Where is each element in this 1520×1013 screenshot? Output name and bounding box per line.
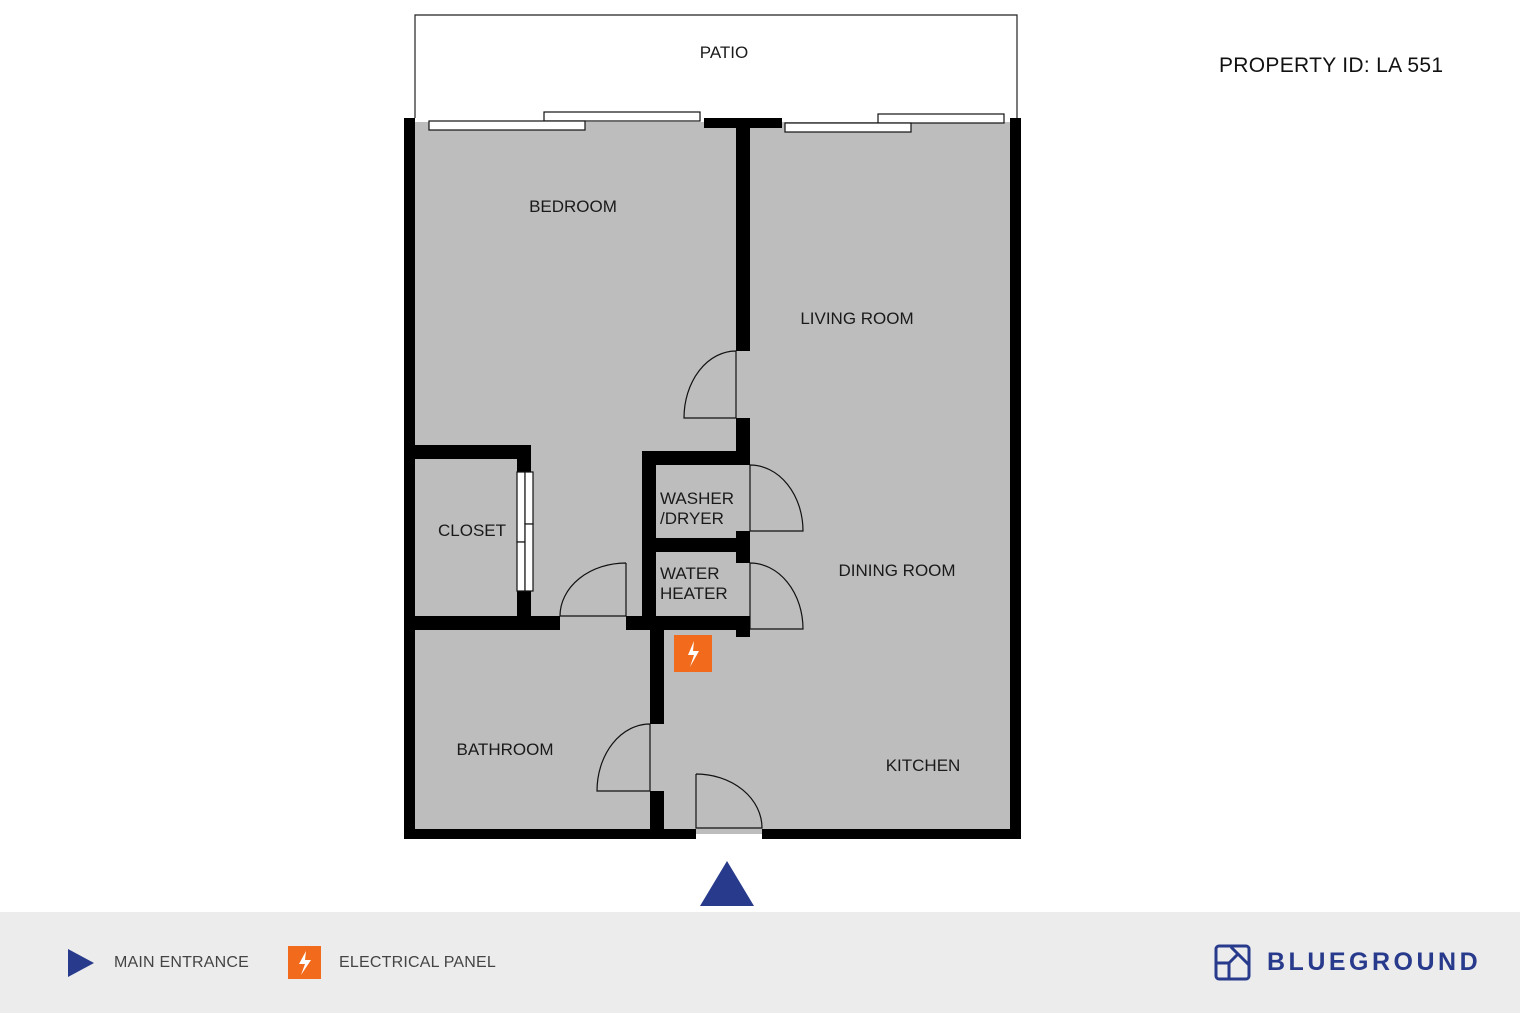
wall [404,829,696,839]
legend-electrical-panel: ELECTRICAL PANEL [288,912,496,1013]
dining-room-label: DINING ROOM [838,561,955,580]
wall [404,445,531,459]
wall [404,118,415,839]
wall [642,538,750,552]
sliding-door-panel [428,120,586,131]
electrical-panel-marker [674,635,712,672]
wall [404,616,560,630]
wall [650,791,664,839]
patio-outline [414,14,1018,118]
bedroom-south-door-swing [559,562,627,617]
washer-dryer-label-line2: /DRYER [660,509,724,528]
legend-main-entrance: MAIN ENTRANCE [68,912,249,1013]
wall [1010,118,1021,839]
bathroom-label: BATHROOM [457,740,554,759]
sliding-door-panel [877,113,1005,124]
lightning-bolt-icon [688,641,699,667]
wall [517,445,531,472]
bedroom-door-swing [683,350,737,419]
patio-label: PATIO [700,43,749,62]
entrance-door-swing [695,773,763,829]
living-room-label: LIVING ROOM [800,309,913,328]
wall [517,591,531,623]
kitchen-label: KITCHEN [886,756,961,775]
wall [642,451,750,465]
washer-dryer-door-swing [749,464,804,532]
bathroom-door-swing [596,723,651,792]
closet-door-panel [524,471,534,525]
sliding-door-panel [784,122,912,133]
wall [736,118,750,351]
closet-door-panel [516,471,526,543]
legend-main-entrance-label: MAIN ENTRANCE [114,953,250,971]
brand-name: BLUEGROUND [1267,948,1482,976]
floor-area [410,122,1016,834]
washer-dryer-label: WASHER [660,489,734,508]
bedroom-label: BEDROOM [529,197,617,216]
triangle-arrow-icon [68,948,94,977]
sliding-door-panel [543,111,701,122]
legend-footer: MAIN ENTRANCE ELECTRICAL PANEL BLUEGROUN… [0,912,1520,1013]
water-heater-label: WATER [660,564,720,583]
closet-door-panel [524,523,534,592]
brand-logo: BLUEGROUND [1214,912,1481,1013]
lightning-bolt-icon [288,946,321,979]
property-id: PROPERTY ID: LA 551 [1219,54,1444,77]
floor-plan: PATIO BEDROOM LIVING ROOM CLOSET WASHER … [404,14,1021,906]
main-entrance-triangle-icon [700,861,754,906]
water-heater-label-line2: HEATER [660,584,728,603]
water-heater-door-swing [749,562,804,630]
legend-electrical-panel-label: ELECTRICAL PANEL [339,953,497,971]
blueground-logo-icon [1214,944,1251,981]
wall [650,624,664,724]
closet-door-panel [516,541,526,592]
closet-label: CLOSET [438,521,506,540]
wall [762,829,1021,839]
wall [736,629,750,637]
